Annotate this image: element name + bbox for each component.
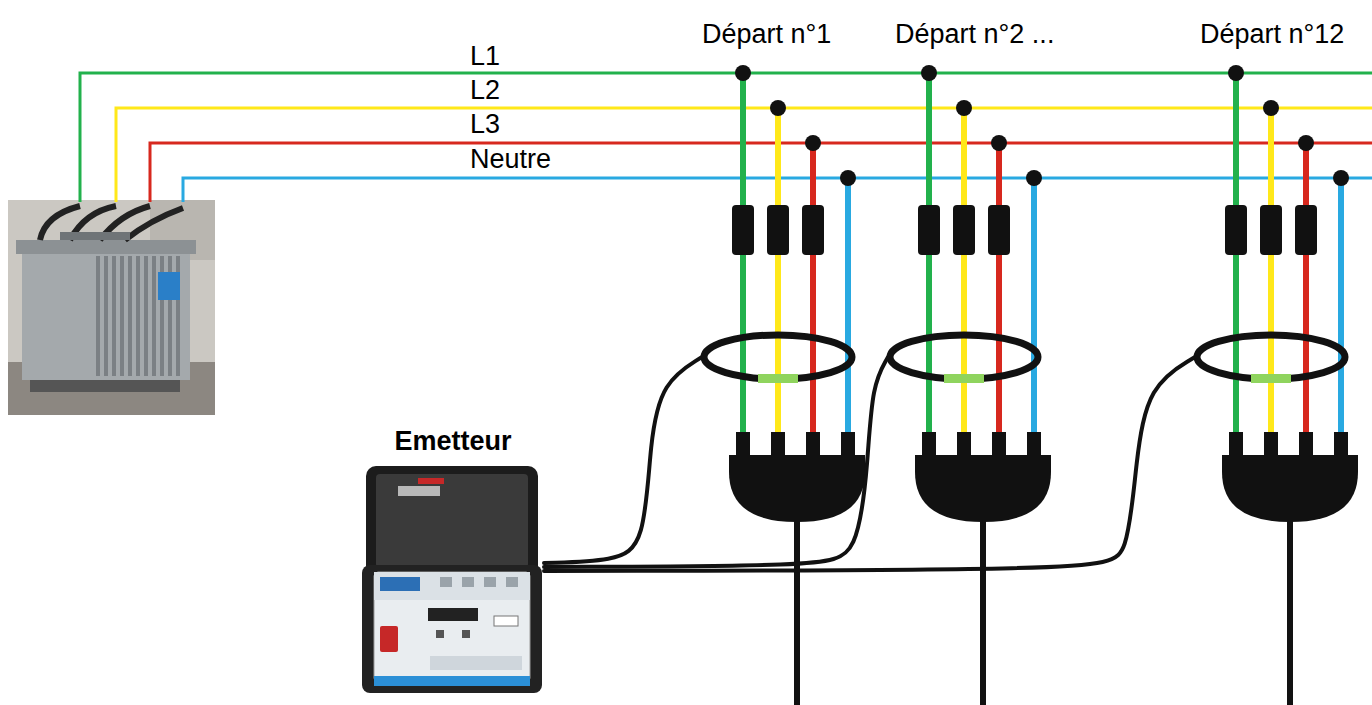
feeder-drawing <box>890 65 1051 705</box>
measurement-cable <box>544 357 1195 571</box>
case-foam-blue <box>374 676 530 686</box>
transformer-cover <box>16 240 196 254</box>
panel-port <box>484 577 496 587</box>
panel-port <box>506 577 518 587</box>
panel-port <box>440 577 452 587</box>
feeder-group: Départ n°12 <box>1195 18 1365 705</box>
feeder-title: Départ n°1 <box>702 18 831 50</box>
phase-label: L2 <box>470 74 500 106</box>
case-item <box>398 486 440 496</box>
transformer-tank <box>22 252 190 380</box>
busbar <box>80 73 1372 202</box>
feeder-group: Départ n°1 <box>702 18 870 705</box>
device-logo <box>380 577 420 591</box>
panel-strip <box>374 572 530 600</box>
busbar <box>150 143 1372 202</box>
transmitter-case <box>362 466 542 693</box>
case-base <box>362 565 542 693</box>
bushings <box>60 232 130 240</box>
feeder-drawing <box>704 65 865 705</box>
phase-label: L3 <box>470 108 500 140</box>
device-label: Emetteur <box>394 425 511 457</box>
device-button <box>436 630 444 638</box>
feeder-drawing <box>1197 65 1358 705</box>
measurement-cable <box>544 357 888 567</box>
panel-port <box>462 577 474 587</box>
connector-row <box>430 656 522 670</box>
neutral-label: Neutre <box>470 143 551 175</box>
power-switch <box>380 626 398 652</box>
phase-label: L1 <box>470 40 500 72</box>
case-lid <box>366 466 538 576</box>
transmitter-unit: Emetteur <box>362 424 544 695</box>
device-panel <box>374 572 530 682</box>
feeder-title: Départ n°2 ... <box>895 18 1054 50</box>
device-display <box>428 608 478 621</box>
photo-background <box>8 200 215 415</box>
case-foam <box>376 474 528 568</box>
feeder-title: Départ n°12 <box>1200 18 1344 50</box>
measurement-cable <box>544 357 702 563</box>
transformer-picture <box>8 200 215 415</box>
transformer-base <box>30 380 180 392</box>
device-button <box>494 616 518 626</box>
transformer-cables <box>40 206 183 240</box>
feeder-group: Départ n°2 ... <box>888 18 1095 705</box>
rating-plate <box>158 272 180 300</box>
case-wire <box>418 478 444 484</box>
device-button <box>462 630 470 638</box>
